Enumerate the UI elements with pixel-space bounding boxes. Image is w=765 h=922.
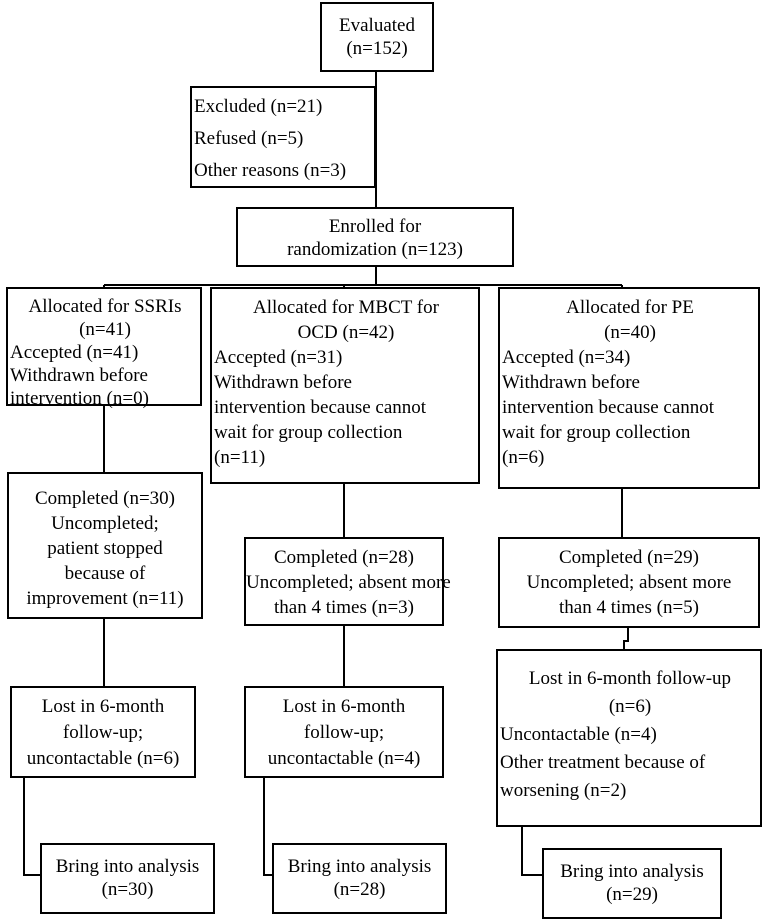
mbct-uncompleted: Uncompleted; absent more <box>246 572 451 593</box>
pe-other-treatment: Other treatment because of <box>500 752 706 773</box>
mbct-lost-box: Lost in 6-month follow-up; uncontactable… <box>244 686 444 778</box>
excluded-box: Excluded (n=21) Refused (n=5) Other reas… <box>190 86 376 188</box>
mbct-allocated-count: OCD (n=42) <box>297 322 395 343</box>
other-reasons-count: Other reasons (n=3) <box>194 160 347 181</box>
mbct-lost: Lost in 6-month <box>282 696 406 717</box>
refused-count: Refused (n=5) <box>194 128 304 149</box>
evaluated-label: Evaluated <box>339 15 415 36</box>
mbct-accepted: Accepted (n=31) <box>214 347 343 368</box>
pe-uncompleted: Uncompleted; absent more <box>526 572 732 593</box>
mbct-uncompleted-count: than 4 times (n=3) <box>274 597 414 618</box>
ssri-analysis-label: Bring into analysis <box>55 856 200 877</box>
ssri-uncompleted: Uncompleted; <box>51 513 159 534</box>
mbct-completed: Completed (n=28) <box>274 547 414 568</box>
pe-uncompleted-count: than 4 times (n=5) <box>559 597 699 618</box>
ssri-uncontactable: uncontactable (n=6) <box>26 748 180 769</box>
ssri-lost-box: Lost in 6-month follow-up; uncontactable… <box>10 686 196 778</box>
pe-withdrawn-reason-2: wait for group collection <box>502 422 691 443</box>
ssri-uncompleted-reason: patient stopped <box>47 538 163 559</box>
pe-analysis-label: Bring into analysis <box>560 861 704 882</box>
pe-allocated-count: (n=40) <box>604 322 656 343</box>
ssri-allocated-count: (n=41) <box>79 319 131 340</box>
ssri-uncompleted-reason-2: because of <box>64 563 146 584</box>
pe-withdrawn: Withdrawn before <box>502 372 640 393</box>
pe-lost-count: (n=6) <box>608 696 652 717</box>
mbct-completed-box: Completed (n=28) Uncompleted; absent mor… <box>244 537 451 626</box>
pe-allocated-label: Allocated for PE <box>566 297 694 318</box>
mbct-allocated-label: Allocated for MBCT for <box>253 297 439 318</box>
pe-withdrawn-count: (n=6) <box>502 447 545 468</box>
ssri-analysis-count: (n=30) <box>101 879 154 900</box>
mbct-analysis-box: Bring into analysis (n=28) <box>272 843 447 914</box>
mbct-withdrawn-count: (n=11) <box>214 447 266 468</box>
excluded-count: Excluded (n=21) <box>194 96 323 117</box>
pe-lost-box: Lost in 6-month follow-up (n=6) Uncontac… <box>496 649 762 827</box>
ssri-accepted: Accepted (n=41) <box>10 342 139 363</box>
mbct-followup: follow-up; <box>303 722 385 743</box>
mbct-allocated-box: Allocated for MBCT for OCD (n=42) Accept… <box>210 287 480 484</box>
pe-lost: Lost in 6-month follow-up <box>528 668 732 689</box>
pe-completed-box: Completed (n=29) Uncompleted; absent mor… <box>498 537 760 628</box>
enrolled-box: Enrolled for randomization (n=123) <box>236 207 514 267</box>
enrolled-count: randomization (n=123) <box>287 239 463 260</box>
ssri-allocated-label: Allocated for SSRIs <box>28 296 182 317</box>
pe-worsening-count: worsening (n=2) <box>500 780 627 801</box>
mbct-withdrawn-reason-2: wait for group collection <box>214 422 403 443</box>
pe-accepted: Accepted (n=34) <box>502 347 631 368</box>
ssri-analysis-box: Bring into analysis (n=30) <box>40 843 215 914</box>
mbct-withdrawn-reason: intervention because cannot <box>214 397 427 418</box>
pe-allocated-box: Allocated for PE (n=40) Accepted (n=34) … <box>498 287 760 489</box>
ssri-withdrawn-count: intervention (n=0) <box>10 388 149 409</box>
ssri-completed-box: Completed (n=30) Uncompleted; patient st… <box>7 472 203 619</box>
evaluated-count: (n=152) <box>346 38 408 59</box>
ssri-allocated-box: Allocated for SSRIs (n=41) Accepted (n=4… <box>6 287 202 409</box>
enrolled-label: Enrolled for <box>328 216 422 237</box>
pe-completed: Completed (n=29) <box>559 547 699 568</box>
pe-analysis-box: Bring into analysis (n=29) <box>542 848 722 919</box>
ssri-lost: Lost in 6-month <box>41 696 165 717</box>
mbct-analysis-count: (n=28) <box>333 879 386 900</box>
pe-withdrawn-reason: intervention because cannot <box>502 397 715 418</box>
pe-uncontactable: Uncontactable (n=4) <box>500 724 657 745</box>
mbct-analysis-label: Bring into analysis <box>287 856 432 877</box>
ssri-withdrawn: Withdrawn before <box>10 365 148 386</box>
ssri-followup: follow-up; <box>62 722 144 743</box>
ssri-completed: Completed (n=30) <box>35 488 175 509</box>
mbct-withdrawn: Withdrawn before <box>214 372 352 393</box>
mbct-uncontactable: uncontactable (n=4) <box>267 748 421 769</box>
evaluated-box: Evaluated (n=152) <box>320 2 434 72</box>
pe-analysis-count: (n=29) <box>606 884 658 905</box>
ssri-uncompleted-count: improvement (n=11) <box>26 588 184 609</box>
